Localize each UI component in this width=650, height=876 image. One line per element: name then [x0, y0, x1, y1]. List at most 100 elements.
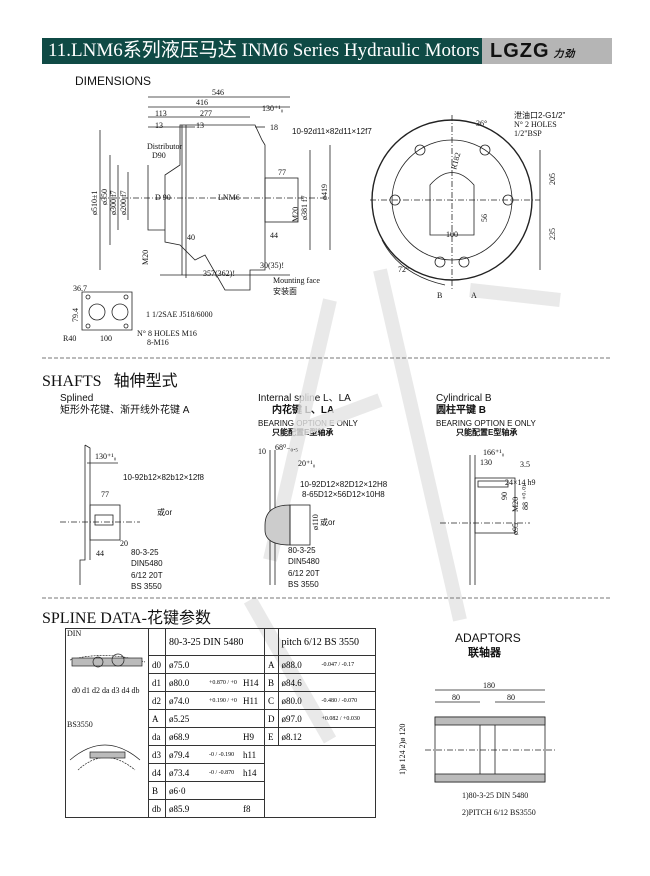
row-value-right: ø8.12: [277, 727, 319, 746]
dim-200: ø200 f7: [119, 190, 128, 215]
internal-bs-2: BS 3550: [288, 580, 319, 589]
shafts-heading: SHAFTS 轴伸型式: [42, 367, 178, 391]
dim-m20: M20: [291, 207, 300, 222]
cyl-dim-90: 90: [500, 492, 509, 500]
row-key: d3: [148, 745, 166, 764]
row-fit: H9: [240, 727, 265, 746]
dim-300: ø300 f7: [109, 190, 118, 215]
dim-113: 113: [155, 109, 167, 118]
row-key: d0: [148, 655, 166, 674]
row-value: ø73.4: [165, 763, 206, 782]
row-value: ø80.0: [165, 673, 206, 692]
dim-18: 18: [270, 123, 278, 132]
dim-m20-b: M20: [141, 250, 150, 265]
splined-spec: 10-92b12×82b12×12f8: [123, 473, 205, 482]
row-fit: [240, 781, 265, 800]
port-holes-2: 8-M16: [147, 338, 169, 347]
distributor-label: Distributor: [147, 142, 182, 151]
cyl-dia-95: ø95: [511, 523, 520, 535]
row-key: da: [148, 727, 166, 746]
internal-dia-110: ø110: [311, 514, 320, 530]
adaptors-heading-cn: 联轴器: [468, 647, 501, 659]
adaptors-heading: ADAPTORS: [455, 631, 521, 645]
side-view-labels: 546 416 130⁺¹₀ 113 277 13 13 18 10-92d11…: [90, 88, 372, 296]
row-value-right: ø84.6: [277, 673, 319, 692]
drain-port-cn: 泄油口2-G1/2": [514, 110, 565, 120]
cylindrical-label: Cylindrical B: [436, 393, 492, 404]
cyl-dim-130: 130: [480, 458, 492, 467]
row-value: ø6·0: [165, 781, 206, 800]
row-fit: [240, 655, 265, 674]
dim-510: ø510±1: [90, 191, 99, 215]
rotation-b: B: [437, 291, 442, 300]
internal-dim-10: 10: [258, 447, 266, 456]
row-tolerance: -0 / -0.190: [209, 752, 235, 759]
watermark: [243, 268, 561, 744]
row-key-right: A: [264, 655, 279, 674]
splined-bs-1: 6/12 20T: [131, 571, 163, 580]
shafts-title: SHAFTS: [42, 373, 102, 390]
internal-din-1: 80-3-25: [288, 546, 316, 555]
adaptor-dim-80a: 80: [452, 693, 460, 702]
dim-13a: 13: [155, 121, 163, 130]
row-tolerance-right: -0.480 / -0.070: [321, 698, 358, 705]
dim-381: ø381 f7: [300, 195, 309, 220]
row-fit: f8: [240, 799, 265, 818]
table-header-din: 80-3-25 DIN 5480: [165, 628, 265, 656]
splined-bs-2: BS 3550: [131, 582, 162, 591]
adaptor-drawing: [425, 689, 555, 783]
splined-or: 或or: [157, 507, 172, 517]
internal-spline-drawing: [264, 450, 311, 585]
row-value-right: ø97.0: [277, 709, 319, 728]
row-key: d1: [148, 673, 166, 692]
row-key-right: B: [264, 673, 279, 692]
cylindrical-label-cn: 圆柱平键 B: [436, 405, 486, 416]
cyl-key: 24×14 h9: [505, 478, 536, 487]
row-fit: H11: [240, 691, 265, 710]
splined-label: Splined: [60, 393, 94, 404]
dim-100: 100: [100, 334, 112, 343]
row-key: A: [148, 709, 166, 728]
cylindrical-bearing-cn: 只能配置E型轴承: [456, 428, 518, 437]
cyl-dim-88: 88 ⁺⁰·⁰¹: [521, 484, 530, 510]
page-title: 11.LNM6系列液压马达 INM6 Series Hydraulic Moto…: [42, 38, 482, 64]
adaptor-dim-80b: 80: [507, 693, 515, 702]
row-fit: H14: [240, 673, 265, 692]
row-tolerance: +0.870 / +0: [209, 680, 237, 687]
dim-277: 277: [200, 109, 212, 118]
dim-419: ø419: [320, 184, 329, 200]
internal-or: 或or: [320, 517, 335, 527]
table-header-bs: pitch 6/12 BS 3550: [277, 628, 376, 656]
dim-546: 546: [212, 88, 224, 97]
mounting-face-label: Mounting face: [273, 276, 320, 285]
adaptor-note-2: 2)PITCH 6/12 BS3550: [462, 808, 536, 817]
dim-d-90: D 90: [155, 193, 171, 202]
dim-d90: D90: [152, 151, 166, 160]
logo-text: LGZG: [490, 40, 550, 62]
row-value: ø5.25: [165, 709, 206, 728]
dim-79-4: 79.4: [71, 308, 80, 322]
row-value-right: ø88.0: [277, 655, 319, 674]
dim-350: ø350: [100, 189, 109, 205]
cylindrical-bearing: BEARING OPTION E ONLY: [436, 419, 536, 428]
row-value-right: ø80.0: [277, 691, 319, 710]
dim-56: 56: [480, 214, 489, 222]
splined-dim-77: 77: [101, 490, 109, 499]
row-key: B: [148, 781, 166, 800]
cyl-dim-166: 166⁺¹₀: [483, 448, 505, 457]
row-key: d4: [148, 763, 166, 782]
cylindrical-shaft-drawing: [440, 455, 530, 585]
splined-label-cn: 矩形外花键、渐开线外花键 A: [60, 405, 190, 416]
port-holes: N° 8 HOLES M16: [137, 329, 197, 338]
dim-77: 77: [278, 168, 286, 177]
dim-235: 235: [548, 228, 557, 240]
adaptor-note-1: 1)80-3-25 DIN 5480: [462, 791, 528, 800]
radius-182: R182: [449, 151, 462, 170]
